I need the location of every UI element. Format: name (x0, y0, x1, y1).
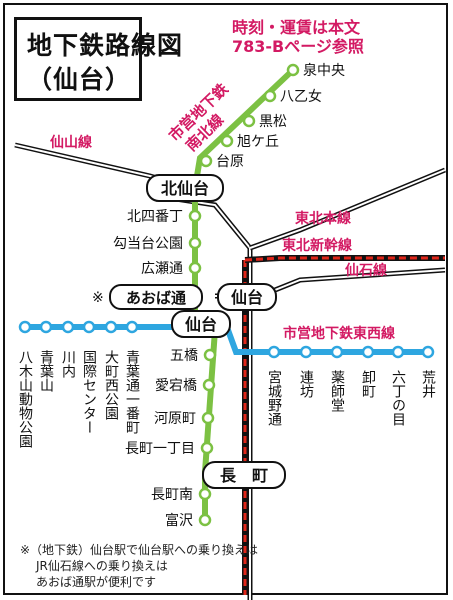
station-dot-kuromatsu (242, 114, 256, 128)
station-itsutsubashi: 五橋 (170, 348, 198, 364)
station-asahigaoka: 旭ケ丘 (237, 134, 279, 150)
station-sendai-jr: 仙台 (231, 288, 263, 307)
map-title-city: （仙台） (27, 65, 132, 94)
station-aoba-dori-ichibancho: 青葉通一番町 (124, 350, 140, 434)
station-dot-kokusai-center (82, 320, 96, 334)
nagamachi-box: 長 町 (202, 461, 286, 489)
map-title-box: 地下鉄路線図 （仙台） (14, 17, 182, 101)
station-atagobashi: 愛宕橋 (155, 378, 197, 394)
station-nagamachi: 長 町 (220, 466, 268, 485)
station-dot-yaotome (263, 89, 277, 103)
station-dainohara: 台原 (216, 154, 244, 170)
station-kokusai-center: 国際センター (81, 350, 97, 434)
station-dot-dainohara (199, 154, 213, 168)
station-dot-hirose-dori (188, 261, 202, 275)
station-yaotome: 八乙女 (280, 88, 322, 105)
station-kuromatsu: 黒松 (259, 114, 287, 130)
jr-trunk-line (149, 192, 253, 600)
reference-note-line2: 783-Bページ参照 (232, 37, 364, 56)
station-dot-asahigaoka (220, 134, 234, 148)
station-dot-nagamachi-minami (198, 487, 212, 501)
station-dot-nagamachi-itchome (200, 441, 214, 455)
station-arai: 荒井 (420, 370, 436, 399)
station-dot-yagiyama (18, 320, 32, 334)
station-miyaginodori: 宮城野通 (266, 370, 282, 427)
station-dot-kitayobancho (188, 209, 202, 223)
station-nagamachi-minami: 長町南 (151, 487, 193, 503)
map-frame (3, 3, 448, 595)
station-rokuchonome: 六丁の目 (390, 370, 406, 426)
station-omachi-nishi-koen: 大町西公園 (103, 350, 119, 420)
station-dot-oroshimachi (361, 345, 375, 359)
station-dot-aoba-dori-ichibancho (125, 320, 139, 334)
station-dot-izumi-chuo (286, 63, 300, 77)
reference-note-line1: 時刻・運賃は本文 (232, 18, 361, 37)
senzan-line-label: 仙山線 (50, 134, 92, 151)
kitasendai-box: 北仙台 (146, 174, 224, 202)
station-izumi-chuo: 泉中央 (303, 62, 345, 79)
shinkansen-line (242, 255, 445, 595)
station-kawaramachi: 河原町 (154, 411, 196, 427)
aoba-dori-box: あおば通 (109, 284, 203, 310)
station-dot-miyaginodori (267, 345, 281, 359)
station-dot-yakushido (330, 345, 344, 359)
footnote-line2: JR仙石線への乗り換えは (36, 559, 168, 573)
station-dot-itsutsubashi (203, 348, 217, 362)
tozai-line-label: 市営地下鉄東西線 (283, 325, 395, 342)
station-hirose-dori: 広瀬通 (141, 261, 183, 277)
station-tomizawa: 富沢 (165, 512, 193, 529)
station-dot-atagobashi (202, 378, 216, 392)
station-yakushido: 薬師堂 (329, 370, 345, 412)
sendai-subway-box: 仙台 (171, 310, 231, 338)
shinkansen-line-label: 東北新幹線 (282, 237, 352, 254)
jr-tohoku-line (249, 167, 446, 251)
aoba-dori-note-mark: ※ (92, 290, 104, 306)
station-dot-arai (421, 345, 435, 359)
station-kotodai-koen: 勾当台公園 (113, 236, 183, 252)
station-dot-aobayama (39, 320, 53, 334)
footnote-line1: ※（地下鉄）仙台駅で仙台駅への乗り換えは (20, 543, 259, 557)
station-dot-rokuchonome (391, 345, 405, 359)
map-title: 地下鉄路線図 (27, 31, 184, 60)
station-kitayobancho: 北四番丁 (127, 209, 183, 225)
station-nagamachi-itchome: 長町一丁目 (125, 441, 195, 457)
sendai-jr-box: 仙台 (217, 283, 277, 311)
station-sendai-subway: 仙台 (185, 315, 217, 334)
station-kitasendai: 北仙台 (161, 179, 209, 198)
station-dot-tomizawa (198, 513, 212, 527)
station-aobayama: 青葉山 (38, 350, 54, 392)
station-dot-kawaramachi (201, 411, 215, 425)
station-dot-omachi-nishi-koen (104, 320, 118, 334)
station-dot-kawauchi (61, 320, 75, 334)
station-dot-renbo (299, 345, 313, 359)
tohoku-line-label: 東北本線 (295, 210, 351, 227)
footnote-line3: あおば通駅が便利です (36, 575, 157, 589)
station-renbo: 連坊 (298, 370, 314, 399)
station-oroshimachi: 卸町 (360, 370, 376, 398)
senseki-line-label: 仙石線 (345, 262, 387, 279)
station-dot-kotodai-koen (188, 236, 202, 250)
station-kawauchi: 川内 (60, 350, 76, 379)
station-yagiyama-dobutsu-koen: 八木山動物公園 (17, 350, 33, 448)
station-aoba-dori: あおば通 (126, 289, 186, 307)
